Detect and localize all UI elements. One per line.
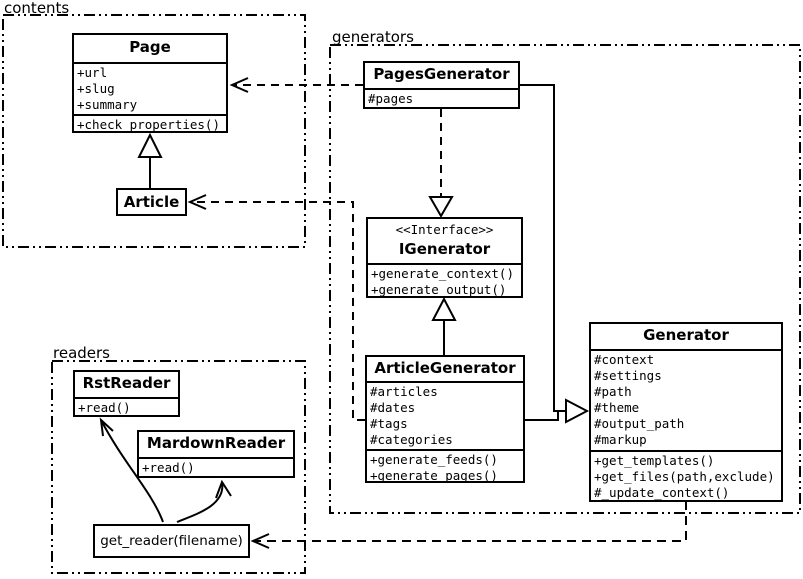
inheritance-articlegenerator-to-generator [525,398,590,424]
class-name: Page [74,35,226,64]
class-box-rstreader: RstReader +read() [73,370,180,417]
class-box-generator: Generator #context #settings #path #them… [589,322,783,502]
realization-pagesgenerator-to-igenerator [428,109,454,218]
attribute: #dates [370,400,416,415]
attribute: +summary [77,97,138,112]
attribute: +url [77,65,108,80]
attributes-section: #pages [365,90,518,108]
dependency-generator-to-getreader [250,501,687,549]
package-boundary-contents [2,14,306,248]
package-label-generators: generators [332,28,414,46]
inheritance-article-to-page [137,132,163,188]
class-name: RstReader [75,372,178,399]
method: +read() [142,460,195,475]
header-section: <<Interface>> IGenerator [368,219,521,265]
package-boundary-readers [51,360,306,574]
association-getreader-to-mardownreader [176,479,232,523]
method: +check_properties() [77,117,220,132]
class-box-mardownreader: MardownReader +read() [137,430,295,478]
methods-section: +get_templates() +get_files(path,exclude… [591,452,781,502]
attributes-section: +url +slug +summary [74,64,226,116]
methods-section: +read() [75,399,178,417]
inheritance-pagesgenerator-to-generator [520,84,566,412]
class-name: ArticleGenerator [367,357,523,383]
attributes-section: #context #settings #path #theme #output_… [591,351,781,452]
method: +generate_output() [371,282,507,297]
class-stereotype: <<Interface>> [395,222,494,237]
class-box-pagesgenerator: PagesGenerator #pages [363,61,520,109]
class-box-igenerator: <<Interface>> IGenerator +generate_conte… [366,217,523,298]
methods-section: +generate_feeds() +generate_pages() [367,451,523,485]
dependency-pagesgenerator-to-page [229,77,363,93]
package-label-readers: readers [53,344,110,362]
inheritance-articlegenerator-to-igenerator [431,296,457,355]
method: +get_files(path,exclude) [594,469,775,484]
method: +generate_context() [371,266,514,281]
class-name: IGenerator [398,240,491,258]
attribute: #context [594,352,655,367]
method: +read() [78,400,131,415]
method: #_update_context() [594,485,730,500]
attribute: #settings [594,368,662,383]
package-boundary-generators [329,44,801,514]
package-label-contents: contents [4,0,70,17]
method: +generate_feeds() [370,452,498,467]
methods-section: +generate_context() +generate_output() [368,265,521,299]
methods-section: +read() [139,459,293,477]
class-name: PagesGenerator [365,63,518,90]
class-box-articlegenerator: ArticleGenerator #articles #dates #tags … [365,355,525,483]
class-name: Generator [591,324,781,351]
function-box-get-reader: get_reader(filename) [93,524,250,558]
class-box-article: Article [116,188,187,216]
attribute: #markup [594,432,647,447]
attribute: #theme [594,400,640,415]
methods-section: +check_properties() [74,116,226,134]
attribute: #pages [368,91,414,106]
class-name: Article [123,193,180,211]
function-label: get_reader(filename) [100,533,243,549]
attribute: +slug [77,81,115,96]
attribute: #articles [370,384,438,399]
attribute: #tags [370,416,408,431]
class-name: MardownReader [139,432,293,459]
dependency-articlegenerator-to-article [187,194,365,421]
class-box-page: Page +url +slug +summary +check_properti… [72,33,228,133]
attribute: #output_path [594,416,685,431]
association-getreader-to-rstreader [99,417,164,523]
method: +generate_pages() [370,468,498,483]
attribute: #path [594,384,632,399]
attributes-section: #articles #dates #tags #categories [367,383,523,451]
attribute: #categories [370,432,453,447]
method: +get_templates() [594,453,715,468]
